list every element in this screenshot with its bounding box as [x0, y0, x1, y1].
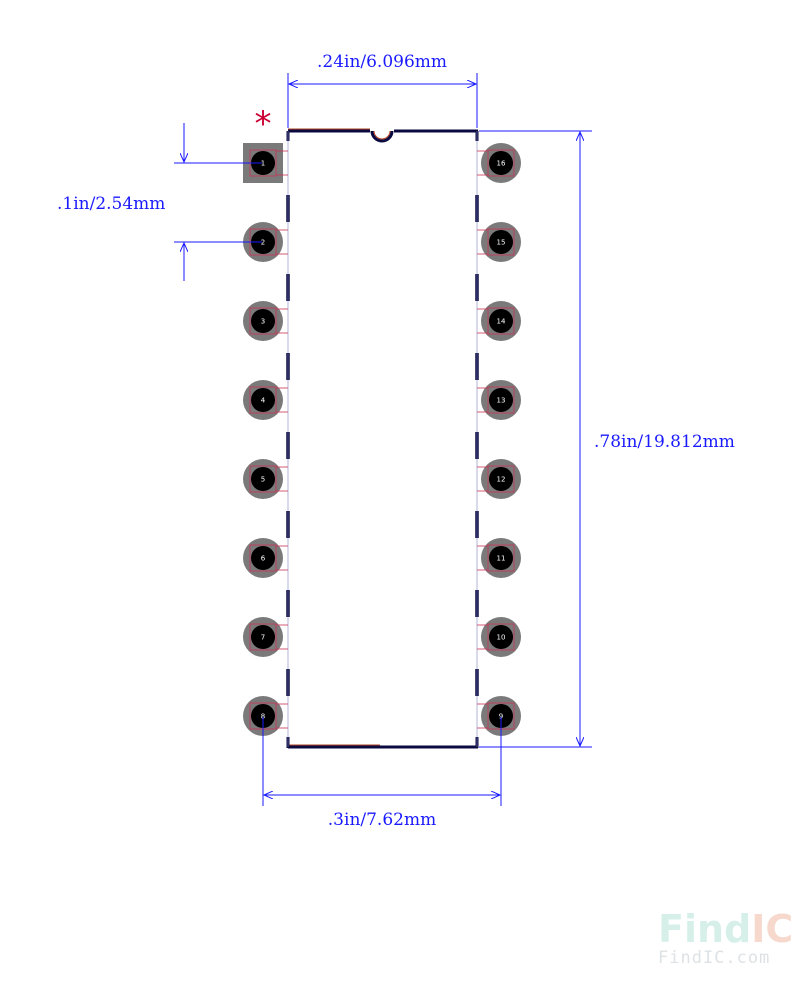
pad-courtyard-box: [487, 149, 515, 177]
pin-number-label: 8: [261, 713, 265, 721]
package-outline: [286, 128, 479, 749]
findic-watermark: FindIC FindIC.com: [658, 907, 793, 968]
pad-13: 13: [477, 380, 521, 420]
dim-body-width-label: .24in/6.096mm: [317, 52, 447, 72]
pad-courtyard-box: [249, 307, 277, 335]
dim-row-spacing: .3in/7.62mm: [262, 717, 502, 830]
pin-number-label: 15: [497, 239, 506, 247]
pad-8: 8: [243, 696, 288, 736]
pad-6: 6: [243, 538, 288, 578]
pad-drill-hole: [489, 625, 513, 649]
pad-drill-hole: [251, 546, 275, 570]
pad-courtyard-box: [487, 465, 515, 493]
pad-drill-hole: [489, 546, 513, 570]
pad-12: 12: [477, 459, 521, 499]
watermark-logo-find: Find: [658, 907, 751, 951]
pin-number-label: 4: [261, 397, 266, 405]
pad-drill-hole: [251, 625, 275, 649]
pad-16: 16: [477, 143, 521, 183]
pad-drill-hole: [251, 704, 275, 728]
pad-14: 14: [477, 301, 521, 341]
pad-courtyard-box: [487, 307, 515, 335]
pad-3: 3: [243, 301, 288, 341]
pin-number-label: 6: [261, 555, 266, 563]
pad-courtyard-box: [487, 386, 515, 414]
pin-number-label: 1: [261, 160, 265, 168]
pad-drill-hole: [489, 388, 513, 412]
pin-number-label: 9: [499, 713, 503, 721]
pad-drill-hole: [251, 151, 275, 175]
dim-row-spacing-label: .3in/7.62mm: [328, 810, 436, 830]
pad-drill-hole: [251, 467, 275, 491]
dim-body-length-label: .78in/19.812mm: [594, 432, 735, 452]
pad-drill-hole: [489, 309, 513, 333]
pad-courtyard-box: [249, 386, 277, 414]
svg-text:FindIC: FindIC: [658, 907, 793, 951]
pin-number-label: 13: [497, 397, 506, 405]
dim-pitch: .1in/2.54mm: [57, 123, 262, 281]
pad-courtyard-box: [487, 228, 515, 256]
pad-drill-hole: [489, 704, 513, 728]
pin-number-label: 2: [261, 239, 265, 247]
dim-body-length: .78in/19.812mm: [479, 130, 735, 748]
pad-courtyard-box: [249, 544, 277, 572]
pad-drill-hole: [251, 230, 275, 254]
pad-drill-hole: [489, 467, 513, 491]
dim-pitch-label: .1in/2.54mm: [57, 194, 165, 214]
pad-4: 4: [243, 380, 288, 420]
dim-body-width: .24in/6.096mm: [287, 52, 478, 128]
pad-9: 9: [477, 696, 521, 736]
pad-drill-hole: [489, 151, 513, 175]
pad-courtyard-box: [487, 544, 515, 572]
pin-number-label: 3: [261, 318, 265, 326]
pin1-notch-red: [373, 130, 391, 140]
pad-drill-hole: [251, 309, 275, 333]
pin-number-label: 14: [497, 318, 506, 326]
watermark-url: FindIC.com: [658, 948, 770, 968]
pad-10: 10: [477, 617, 521, 657]
pad-courtyard-box: [487, 623, 515, 651]
pad-courtyard-box: [249, 623, 277, 651]
pin1-marker: *: [255, 104, 272, 144]
pin-number-label: 5: [261, 476, 265, 484]
watermark-logo-ic: IC: [751, 907, 793, 951]
pin-number-label: 16: [497, 160, 506, 168]
pad-11: 11: [477, 538, 521, 578]
pin-number-label: 11: [497, 555, 506, 563]
pad-7: 7: [243, 617, 288, 657]
pad-15: 15: [477, 222, 521, 262]
pad-drill-hole: [489, 230, 513, 254]
pad-drill-hole: [251, 388, 275, 412]
pad-5: 5: [243, 459, 288, 499]
pin-number-label: 12: [497, 476, 506, 484]
pin-number-label: 10: [497, 634, 506, 642]
pin-number-label: 7: [261, 634, 265, 642]
pin1-notch: [370, 130, 394, 143]
pad-courtyard-box: [249, 465, 277, 493]
